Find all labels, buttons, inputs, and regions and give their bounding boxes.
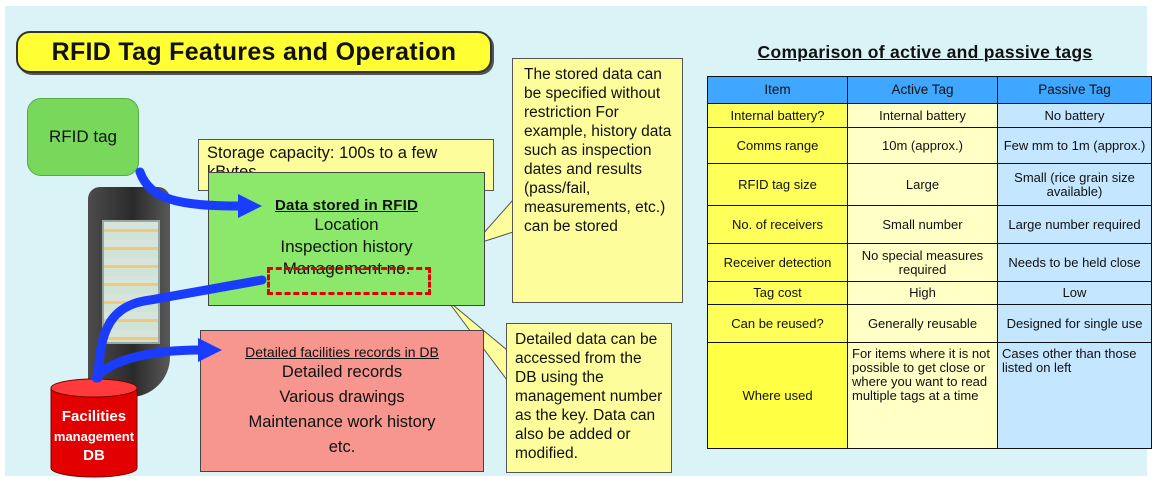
table-cell: Tag cost xyxy=(707,281,848,305)
table-row: Tag cost High Low xyxy=(707,281,1152,305)
rfid-data-box: Data stored in RFID Location Inspection … xyxy=(208,172,485,306)
db-label-line1: Facilities xyxy=(61,408,127,425)
stored-data-callout: The stored data can be specified without… xyxy=(512,58,683,303)
table-cell: Needs to be held close xyxy=(997,243,1152,282)
table-row: Comms range 10m (approx.) Few mm to 1m (… xyxy=(707,127,1152,164)
db-records-header: Detailed facilities records in DB xyxy=(245,344,439,360)
table-cell: RFID tag size xyxy=(707,163,848,206)
rfid-data-inspection-history: Inspection history xyxy=(280,237,413,256)
arrow-db-to-records xyxy=(91,345,205,383)
table-title: Comparison of active and passive tags xyxy=(757,42,1093,62)
table-cell: High xyxy=(847,281,998,305)
table-cell: Cases other than those listed on left xyxy=(997,342,1152,449)
table-cell: Where used xyxy=(707,342,848,449)
table-cell: Large xyxy=(847,163,998,206)
handheld-reader-screen xyxy=(102,220,160,344)
header-passive: Passive Tag xyxy=(997,76,1152,104)
rfid-tag-label: RFID tag xyxy=(48,127,118,146)
table-cell: Small (rice grain size available) xyxy=(997,163,1152,206)
table-cell: Few mm to 1m (approx.) xyxy=(997,127,1152,164)
db-label-line3: DB xyxy=(83,447,105,464)
rfid-tag-box: RFID tag xyxy=(27,98,139,176)
header-active: Active Tag xyxy=(847,76,998,104)
management-no-highlight xyxy=(267,267,431,295)
db-records-box: Detailed facilities records in DB Detail… xyxy=(200,330,484,472)
rfid-data-header: Data stored in RFID xyxy=(275,197,418,214)
table-row: RFID tag size Large Small (rice grain si… xyxy=(707,163,1152,206)
table-cell: Comms range xyxy=(707,127,848,164)
table-cell: Internal battery xyxy=(847,103,998,128)
table-row: No. of receivers Small number Large numb… xyxy=(707,205,1152,244)
table-row: Receiver detection No special measures r… xyxy=(707,243,1152,282)
table-cell: No battery xyxy=(997,103,1152,128)
detailed-data-callout: Detailed data can be accessed from the D… xyxy=(506,323,672,473)
db-records-drawings: Various drawings xyxy=(279,388,405,406)
page-title: RFID Tag Features and Operation xyxy=(51,37,457,66)
header-item: Item xyxy=(707,76,848,104)
table-cell: Receiver detection xyxy=(707,243,848,282)
table-cell: Low xyxy=(997,281,1152,305)
table-cell: Large number required xyxy=(997,205,1152,244)
database-icon xyxy=(50,378,138,478)
table-row: Can be reused? Generally reusable Design… xyxy=(707,304,1152,343)
table-cell: For items where it is not possible to ge… xyxy=(847,342,998,449)
db-label-line2: management xyxy=(53,429,135,444)
table-header-row: Item Active Tag Passive Tag xyxy=(707,76,1152,104)
table-cell: 10m (approx.) xyxy=(847,127,998,164)
table-cell: Generally reusable xyxy=(847,304,998,343)
table-row: Where used For items where it is not pos… xyxy=(707,342,1152,449)
db-records-detailed: Detailed records xyxy=(281,363,403,381)
table-cell: Can be reused? xyxy=(707,304,848,343)
arrow-mgmt-to-db xyxy=(93,275,267,383)
facilities-db-cylinder: Facilities management DB xyxy=(50,378,138,478)
arrow-tag-to-rfid-data-head xyxy=(238,194,262,218)
table-cell: No. of receivers xyxy=(707,205,848,244)
table-row: Internal battery? Internal battery No ba… xyxy=(707,103,1152,128)
table-cell: Small number xyxy=(847,205,998,244)
comparison-table: Item Active Tag Passive Tag Internal bat… xyxy=(707,76,1152,449)
db-records-maintenance: Maintenance work history xyxy=(248,413,436,431)
table-cell: Internal battery? xyxy=(707,103,848,128)
arrow-db-to-records-head xyxy=(198,338,222,362)
table-cell: No special measures required xyxy=(847,243,998,282)
arrow-tag-to-rfid-data xyxy=(135,167,245,211)
table-cell: Designed for single use xyxy=(997,304,1152,343)
title-banner: RFID Tag Features and Operation xyxy=(16,31,492,73)
rfid-data-location: Location xyxy=(314,215,379,234)
db-records-etc: etc. xyxy=(328,438,356,456)
